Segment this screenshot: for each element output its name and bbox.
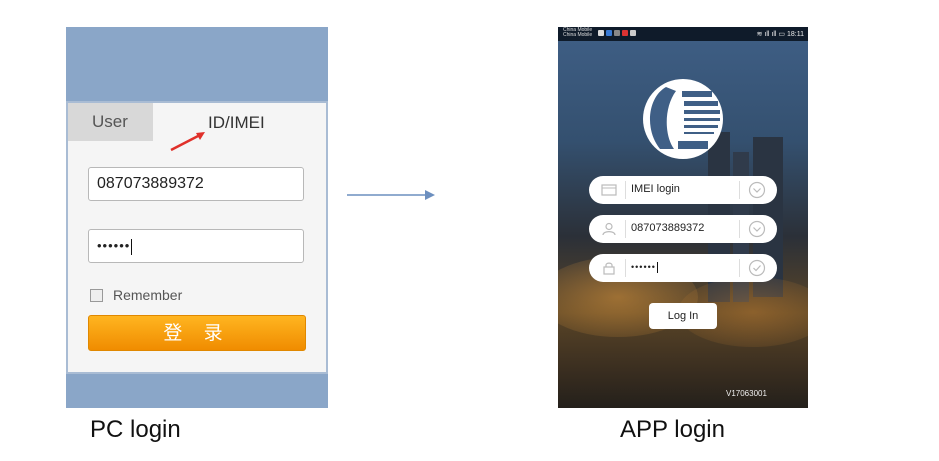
app-login-button[interactable]: Log In — [649, 303, 717, 329]
app-icon — [630, 30, 636, 36]
text-caret — [656, 262, 658, 274]
pc-login-caption: PC login — [90, 416, 181, 443]
app-password-value: •••••• — [631, 262, 658, 274]
pc-password-value: •••••• — [97, 238, 131, 253]
tab-id-imei[interactable]: ID/IMEI — [208, 113, 265, 132]
clock: 18:11 — [787, 31, 804, 38]
chevron-down-circle-icon[interactable] — [748, 220, 766, 238]
pc-account-value: 087073889372 — [97, 175, 204, 192]
app-password-field[interactable]: •••••• — [589, 254, 777, 282]
remember-checkbox[interactable] — [90, 288, 103, 302]
app-icon — [614, 30, 620, 36]
pc-account-input[interactable]: 087073889372 — [88, 167, 304, 201]
user-icon — [602, 222, 616, 236]
app-login-screen: China Mobile China Mobile ≋ ıll ıll ▭ 18… — [558, 27, 808, 408]
carrier-1: China Mobile — [563, 27, 593, 33]
notification-icons — [598, 30, 636, 36]
text-caret — [131, 238, 133, 255]
app-icon — [606, 30, 612, 36]
wifi-signal-battery-icon: ≋ ıll ıll ▭ — [756, 31, 787, 38]
check-circle-icon[interactable] — [748, 259, 766, 277]
status-carrier: China Mobile China Mobile — [563, 28, 592, 38]
connector-arrow-icon — [347, 190, 435, 200]
separator — [739, 220, 740, 238]
annotation-arrow-icon — [170, 132, 205, 152]
chat-icon — [598, 30, 604, 36]
separator — [739, 181, 740, 199]
chevron-down-circle-icon[interactable] — [748, 181, 766, 199]
pc-password-input[interactable]: •••••• — [88, 229, 304, 263]
separator — [739, 259, 740, 277]
separator — [625, 259, 626, 277]
lock-icon — [603, 262, 615, 275]
carrier-2: China Mobile — [563, 32, 593, 38]
pc-login-tabs: User ID/IMEI — [68, 103, 326, 152]
status-time: ≋ ıll ıll ▭ 18:11 — [757, 30, 804, 38]
app-icon — [622, 30, 628, 36]
brand-logo-icon — [643, 79, 723, 159]
password-mask: •••••• — [631, 262, 656, 272]
app-version-label: V17063001 — [726, 389, 767, 398]
app-account-value: 087073889372 — [631, 222, 705, 234]
tab-user[interactable]: User — [68, 103, 153, 141]
app-account-field[interactable]: 087073889372 — [589, 215, 777, 243]
remember-label: Remember — [113, 287, 183, 303]
login-type-field[interactable]: IMEI login — [589, 176, 777, 204]
pc-login-card: User ID/IMEI 087073889372 •••••• Remembe… — [66, 101, 328, 374]
separator — [625, 220, 626, 238]
pc-login-button[interactable]: 登 录 — [88, 315, 306, 351]
status-bar: China Mobile China Mobile ≋ ıll ıll ▭ 18… — [558, 27, 808, 41]
pc-remember-option[interactable]: Remember — [90, 287, 182, 303]
app-login-caption: APP login — [620, 416, 725, 443]
login-type-value: IMEI login — [631, 183, 680, 195]
card-icon — [601, 184, 617, 196]
separator — [625, 181, 626, 199]
